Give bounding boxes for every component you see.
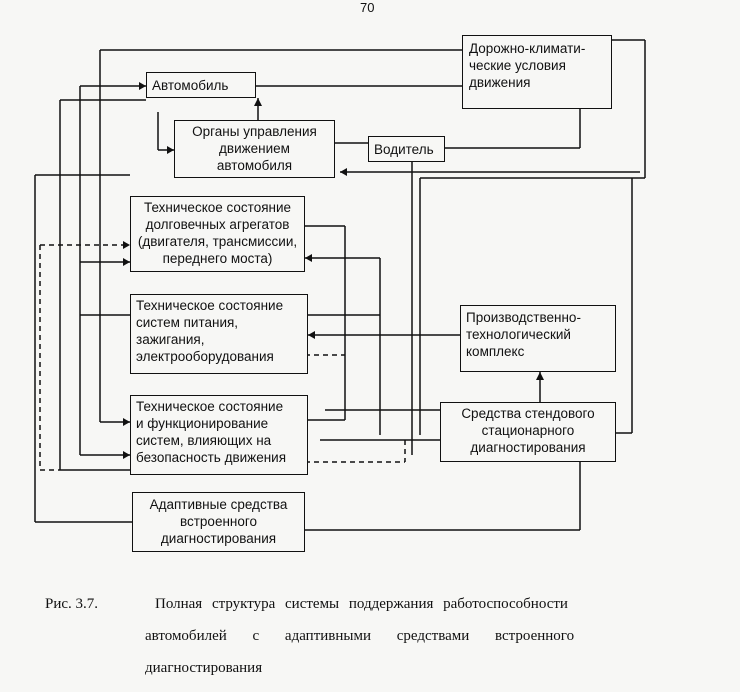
caption-line-1: Полная структура системы поддержания раб… bbox=[155, 596, 568, 612]
adaptive-diagnostics-box: Адаптивные средства встроенного диагност… bbox=[132, 492, 305, 552]
tech-safety-box: Техническое состояние и функционирование… bbox=[130, 395, 308, 475]
production-complex-box: Производственно- технологический комплек… bbox=[460, 305, 616, 372]
caption-line-3: диагностирования bbox=[145, 660, 263, 676]
tech-safety-label: Техническое состояние и функционирование… bbox=[136, 399, 287, 465]
caption-line-2: автомобилей с адаптивными средствами вст… bbox=[145, 628, 575, 644]
bench-diagnostics-label: Средства стендового стационарного диагно… bbox=[461, 406, 595, 455]
controls-label: Органы управления движением автомобиля bbox=[192, 124, 317, 173]
tech-aggregates-label: Техническое состояние долговечных агрега… bbox=[137, 200, 298, 266]
controls-box: Органы управления движением автомобиля bbox=[174, 120, 335, 178]
driver-box: Водитель bbox=[368, 136, 445, 162]
road-conditions-box: Дорожно-климати- ческие условия движения bbox=[462, 35, 612, 109]
car-label: Автомобиль bbox=[152, 78, 229, 93]
figure-label: Рис. 3.7. bbox=[45, 596, 99, 612]
production-complex-label: Производственно- технологический комплек… bbox=[466, 310, 581, 359]
tech-aggregates-box: Техническое состояние долговечных агрега… bbox=[130, 196, 305, 272]
bench-diagnostics-box: Средства стендового стационарного диагно… bbox=[440, 402, 616, 462]
tech-systems-box: Техническое состояние систем питания, за… bbox=[130, 294, 308, 374]
page-number: 70 bbox=[360, 0, 375, 15]
adaptive-diagnostics-label: Адаптивные средства встроенного диагност… bbox=[149, 497, 288, 546]
driver-label: Водитель bbox=[374, 142, 434, 157]
tech-systems-label: Техническое состояние систем питания, за… bbox=[136, 298, 284, 364]
car-box: Автомобиль bbox=[146, 72, 256, 98]
road-conditions-label: Дорожно-климати- ческие условия движения bbox=[469, 41, 586, 90]
